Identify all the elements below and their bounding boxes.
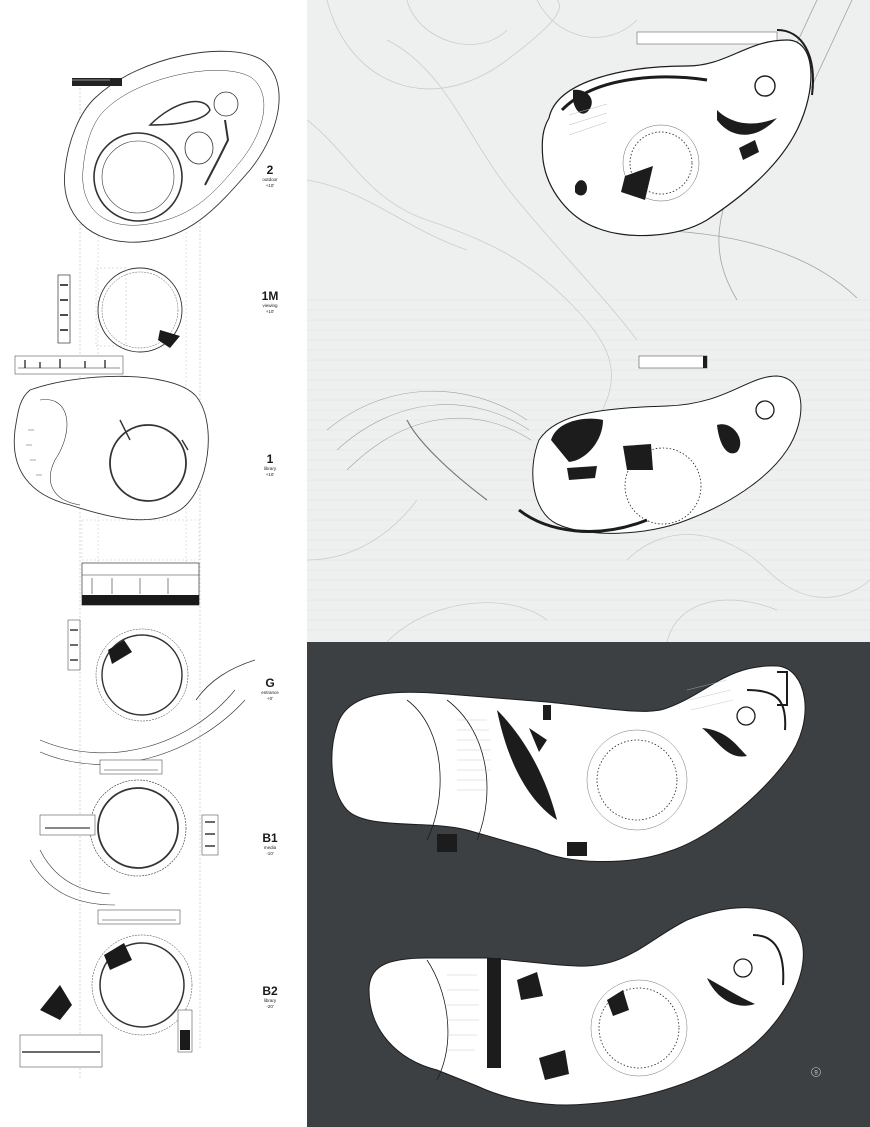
level-use: media — [263, 845, 277, 850]
level-elevation: +0' — [267, 696, 273, 701]
level-diagram-column: 2 outdoor +10' 1M viewing +10' 1 library… — [0, 0, 307, 1127]
level-elevation: -10' — [266, 851, 274, 856]
level-elevation: +10' — [265, 472, 275, 477]
level-label-b1: B1 media -10' — [245, 832, 295, 857]
plan-level-g — [39, 619, 256, 765]
level-code: B1 — [262, 831, 278, 845]
level-use: entrance — [261, 690, 279, 695]
floor-plan-level-g — [331, 665, 806, 862]
plan-level-1m — [57, 267, 183, 353]
level-label-1m: 1M viewing +10' — [245, 290, 295, 315]
level-label-2: 2 outdoor +10' — [245, 164, 295, 189]
floor-plan-column: 9 — [307, 0, 870, 1127]
level-use: outdoor — [262, 177, 278, 182]
plan-level-b2 — [19, 909, 193, 1068]
section-strip — [81, 519, 200, 606]
floor-plans: 9 — [307, 0, 870, 1127]
level-label-1: 1 library +10' — [245, 453, 295, 478]
level-use: library — [263, 998, 277, 1003]
level-code: 1M — [261, 289, 279, 303]
floor-plan-level-1 — [326, 355, 802, 534]
floor-plan-level-2 — [541, 29, 814, 237]
level-elevation: +10' — [265, 309, 275, 314]
level-elevation: +10' — [265, 183, 275, 188]
plan-level-1 — [13, 355, 209, 521]
floor-plan-level-b2 — [368, 907, 804, 1106]
page-number: 9 — [814, 1071, 818, 1077]
level-use: library — [263, 466, 277, 471]
page-number-badge — [811, 1067, 821, 1077]
level-code: 2 — [266, 163, 274, 177]
plan-level-b1 — [29, 759, 219, 906]
level-label-g: G entrance +0' — [245, 677, 295, 702]
level-use: viewing — [262, 303, 278, 308]
level-code: G — [265, 676, 275, 690]
level-label-b2: B2 library -20' — [245, 985, 295, 1010]
level-elevation: -20' — [266, 1004, 274, 1009]
level-code: 1 — [266, 452, 274, 466]
plan-level-2 — [64, 50, 280, 243]
level-code: B2 — [262, 984, 278, 998]
level-diagrams — [13, 50, 280, 1080]
